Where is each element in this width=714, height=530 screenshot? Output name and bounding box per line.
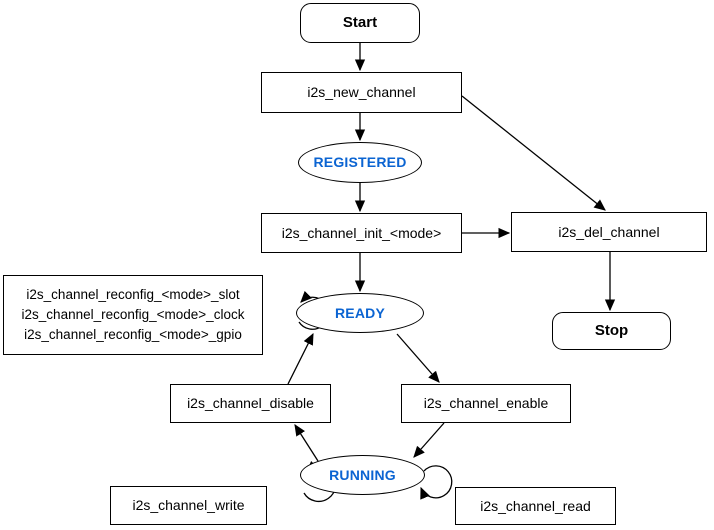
start-node: Start (300, 3, 420, 43)
stop-node: Stop (552, 312, 671, 350)
i2s-new-channel-node: i2s_new_channel (261, 72, 462, 113)
start-label: Start (342, 14, 378, 31)
registered-state-label: REGISTERED (313, 154, 407, 171)
reconfig-gpio-label: i2s_channel_reconfig_<mode>_gpio (24, 327, 242, 342)
arrow-new-channel-to-del-channel (461, 95, 606, 211)
reconfig-slot-label: i2s_channel_reconfig_<mode>_slot (26, 287, 240, 302)
reconfig-clock-label: i2s_channel_reconfig_<mode>_clock (21, 307, 245, 322)
i2s-channel-read-label: i2s_channel_read (480, 497, 591, 514)
i2s-channel-init-label: i2s_channel_init_<mode> (281, 224, 442, 241)
i2s-channel-enable-label: i2s_channel_enable (423, 395, 549, 412)
i2s-channel-init-node: i2s_channel_init_<mode> (261, 213, 462, 253)
i2s-channel-write-node: i2s_channel_write (110, 486, 267, 525)
arrow-enable-to-running (413, 422, 445, 458)
i2s-del-channel-label: i2s_del_channel (558, 223, 660, 240)
i2s-channel-disable-label: i2s_channel_disable (187, 395, 314, 412)
ready-state-label: READY (334, 304, 385, 321)
registered-state-ellipse: REGISTERED (298, 142, 422, 183)
arrow-ready-to-enable (396, 333, 440, 383)
running-state-ellipse: RUNNING (300, 455, 425, 495)
i2s-channel-disable-node: i2s_channel_disable (170, 384, 331, 423)
reconfig-functions-box: i2s_channel_reconfig_<mode>_slot i2s_cha… (3, 275, 263, 355)
running-state-label: RUNNING (329, 466, 396, 483)
i2s-channel-write-label: i2s_channel_write (132, 497, 245, 514)
i2s-channel-read-node: i2s_channel_read (455, 487, 616, 525)
i2s-channel-enable-node: i2s_channel_enable (401, 384, 571, 423)
i2s-new-channel-label: i2s_new_channel (307, 84, 416, 101)
ready-state-ellipse: READY (296, 293, 424, 333)
arrow-running-to-disable (294, 424, 319, 462)
running-self-loop-right (420, 465, 453, 500)
arrow-disable-to-ready (287, 332, 314, 385)
stop-label: Stop (594, 322, 629, 339)
i2s-del-channel-node: i2s_del_channel (511, 212, 707, 252)
